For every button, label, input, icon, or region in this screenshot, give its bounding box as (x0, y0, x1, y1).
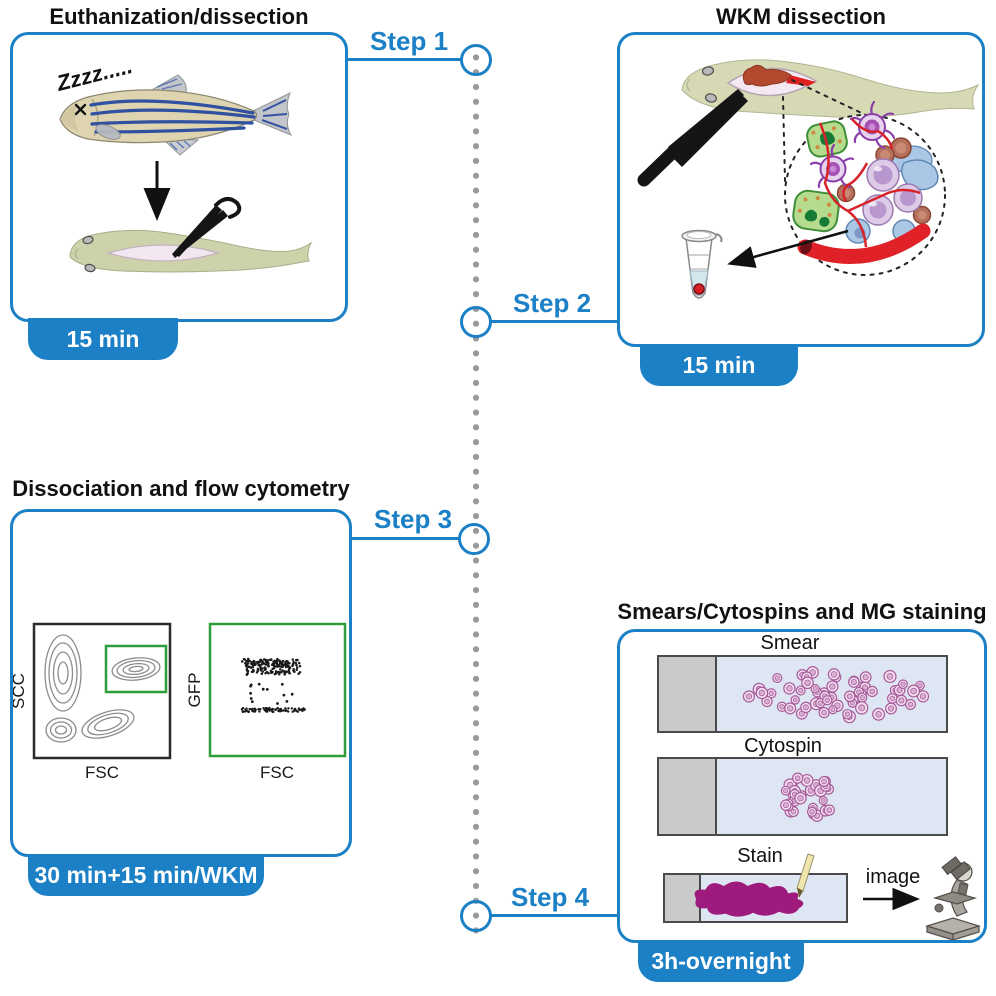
gate-rectangle (104, 644, 168, 694)
gfp-scatter-sparse (249, 682, 294, 705)
granulocyte-cell (792, 189, 840, 233)
lymphoid-cells (862, 158, 923, 226)
fish-eye (84, 263, 96, 273)
flow-cytometry-plots: SCC FSC GFP FSC (13, 622, 347, 782)
slide-stain (663, 873, 848, 923)
slide-label-cytospin: Cytospin (744, 735, 822, 757)
wkm-fish-illustration (681, 59, 980, 118)
step-label-1: Step 1 (370, 26, 449, 56)
transfer-arrow-icon (727, 229, 849, 268)
step-label-3: Step 3 (374, 504, 453, 534)
zebrafish-stripes (89, 99, 256, 134)
step-label-2: Step 2 (513, 288, 592, 318)
panel-flow: SCC FSC GFP FSC (10, 509, 352, 857)
slide-smear (657, 655, 948, 733)
duration-badge-euthanization: 15 min (28, 318, 178, 360)
dissected-fish-illustration (69, 197, 313, 273)
gfp-scatter-top-band (240, 657, 302, 677)
body-cavity-opening (105, 244, 221, 262)
contour-cluster (44, 634, 82, 712)
cytospin-cells (780, 772, 835, 822)
slide-cytospin (657, 757, 948, 836)
contour-cluster-gated (111, 657, 161, 681)
fish-eye (701, 66, 715, 76)
kidney-red-tail (786, 75, 816, 86)
dead-eye-icon (74, 103, 87, 116)
image-label: image (865, 866, 921, 888)
panel-title-flow: Dissociation and flow cytometry (12, 476, 350, 501)
slide-frosted-end (659, 657, 717, 731)
timeline-dotted-line (470, 50, 482, 938)
stain-blob (694, 881, 804, 917)
tweezers-icon (172, 197, 242, 258)
duration-badge-flow: 30 min+15 min/WKM (28, 854, 264, 896)
slide-label-smear: Smear (760, 632, 820, 654)
capillary-vessels (818, 118, 921, 248)
y-axis-label-scc: SCC (13, 673, 28, 709)
connector-step-4 (491, 914, 617, 917)
timeline-node-1 (460, 44, 492, 76)
timeline-node-4 (460, 900, 492, 932)
panel-title-euthanization: Euthanization/dissection (49, 4, 309, 29)
x-axis-label-fsc: FSC (85, 763, 119, 782)
connector-step-2 (491, 320, 617, 323)
smear-cells (742, 666, 930, 724)
scc-fsc-plot: SCC FSC (13, 622, 172, 782)
gfp-fsc-plot: GFP FSC (185, 622, 347, 782)
connector-step-1 (348, 58, 461, 61)
timeline-node-2 (460, 306, 492, 338)
duration-badge-wkm: 15 min (640, 344, 798, 386)
eppendorf-tube-icon (681, 229, 723, 299)
slide-frosted-end (659, 759, 717, 834)
panel-title-wkm: WKM dissection (716, 4, 886, 29)
panel-title-smears: Smears/Cytospins and MG staining (617, 599, 987, 624)
slide-frosted-end (665, 875, 701, 921)
duration-badge-smears: 3h-overnight (638, 940, 804, 982)
kidney-shape (742, 64, 792, 87)
contour-cluster (45, 717, 77, 743)
timeline-node-3 (458, 523, 490, 555)
panel-euthanization: Zzzz..... (10, 32, 348, 322)
gfp-scatter-bottom-band (240, 706, 306, 714)
microscope-icon (924, 856, 982, 940)
sleep-text: Zzzz..... (53, 53, 135, 96)
panel-wkm (617, 32, 985, 347)
fish-eye (82, 235, 94, 245)
x-axis-label-fsc: FSC (260, 763, 294, 782)
cell-cluster-illustration (792, 100, 939, 264)
wkm-illustration (637, 59, 980, 299)
magnifier-wedge-lines (782, 79, 926, 182)
tweezers-icon (637, 89, 748, 187)
zebrafish-illustration (59, 74, 293, 156)
panel-smears: Smear Cytospin Stain image (617, 629, 987, 943)
euthanization-illustration: Zzzz..... (53, 53, 313, 273)
contour-cluster (81, 709, 135, 739)
fish-eye (704, 93, 718, 103)
step-label-4: Step 4 (511, 882, 590, 912)
slide-label-stain: Stain (737, 845, 783, 867)
granulocyte-cell (806, 120, 848, 158)
connector-step-3 (352, 537, 459, 540)
y-axis-label-gfp: GFP (185, 673, 204, 708)
